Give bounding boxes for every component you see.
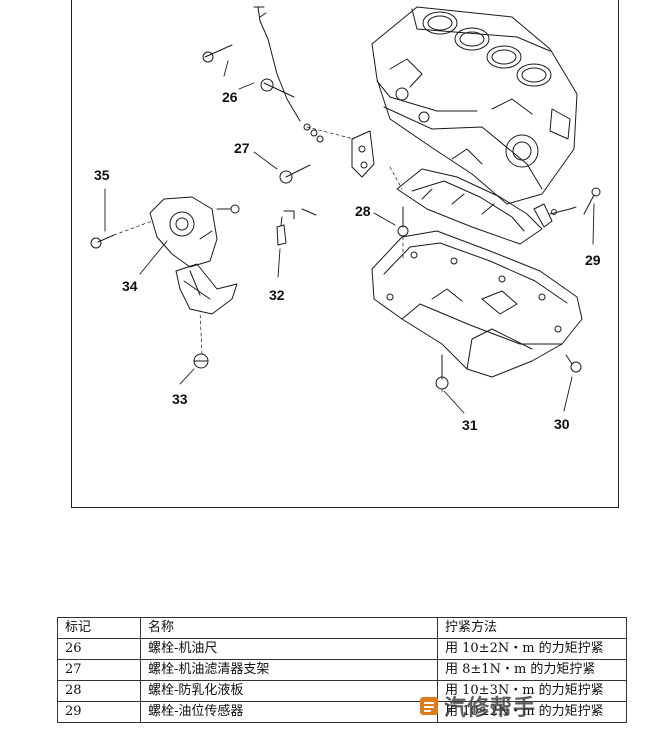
table-row: 27 螺栓-机油滤清器支架 用 8±1N・m 的力矩拧紧 — [57, 659, 627, 681]
anti-emulsion-baffle-plate — [396, 168, 543, 245]
cell-mark: 26 — [57, 638, 141, 660]
exploded-diagram-frame: 26 27 28 29 30 31 32 33 34 35 — [71, 0, 619, 508]
table-row: 28 螺栓-防乳化液板 用 10±3N・m 的力矩拧紧 — [57, 680, 627, 702]
header-torque-method: 拧紧方法 — [437, 617, 627, 639]
cell-mark: 28 — [57, 680, 141, 702]
bolt-26b — [260, 78, 295, 98]
cell-torque: 用 10±2N・m 的力矩拧紧 — [437, 638, 627, 660]
table-row: 29 螺栓-油位传感器 用 10±2N・m 的力矩拧紧 — [57, 701, 627, 723]
callout-29: 29 — [585, 252, 601, 268]
filter-bracket-shield — [175, 263, 238, 315]
table-row: 26 螺栓-机油尺 用 10±2N・m 的力矩拧紧 — [57, 638, 627, 660]
cell-mark: 27 — [57, 659, 141, 681]
cell-name: 螺栓-防乳化液板 — [140, 680, 438, 702]
torque-spec-table: 标记 名称 拧紧方法 26 螺栓-机油尺 用 10±2N・m 的力矩拧紧 27 … — [57, 617, 627, 723]
header-mark: 标记 — [57, 617, 141, 639]
leader-lines — [104, 60, 595, 414]
engine-block-exploded-diagram — [90, 6, 601, 414]
callout-31: 31 — [462, 417, 478, 433]
watermark-logo-icon — [420, 697, 438, 715]
bolt-31 — [435, 354, 449, 390]
watermark-text: 汽修帮手 — [444, 696, 537, 721]
cell-name: 螺栓-机油滤清器支架 — [140, 659, 438, 681]
bolt-33 — [193, 353, 209, 369]
front-cover-gasket — [351, 130, 375, 178]
bolt-30 — [565, 354, 582, 373]
header-name: 名称 — [140, 617, 438, 639]
bolt-29 — [583, 187, 601, 215]
cell-torque: 用 10±2N・m 的力矩拧紧 — [437, 701, 627, 723]
oil-filter-bracket — [149, 196, 240, 268]
watermark: 汽修帮手 — [418, 690, 536, 722]
callout-27: 27 — [234, 140, 250, 156]
oil-pressure-switch — [276, 208, 317, 246]
bolt-26a — [202, 44, 233, 63]
table-header-row: 标记 名称 拧紧方法 — [57, 617, 627, 639]
bolt-28 — [397, 206, 409, 237]
cylinder-block — [371, 6, 578, 205]
callout-30: 30 — [554, 416, 570, 432]
oil-pan — [371, 230, 583, 378]
callout-33: 33 — [172, 391, 188, 407]
oil-level-sensor — [533, 203, 577, 228]
cell-name: 螺栓-油位传感器 — [140, 701, 438, 723]
callout-35: 35 — [94, 167, 110, 183]
callout-32: 32 — [269, 287, 285, 303]
assembly-dashed-lines — [113, 126, 443, 395]
cell-name: 螺栓-机油尺 — [140, 638, 438, 660]
dipstick-tube — [253, 6, 324, 143]
callout-34: 34 — [122, 278, 138, 294]
cell-torque: 用 8±1N・m 的力矩拧紧 — [437, 659, 627, 681]
bolt-27 — [279, 164, 311, 184]
callout-26: 26 — [222, 89, 238, 105]
callout-28: 28 — [355, 203, 371, 219]
cell-mark: 29 — [57, 701, 141, 723]
bolt-35 — [90, 234, 115, 249]
